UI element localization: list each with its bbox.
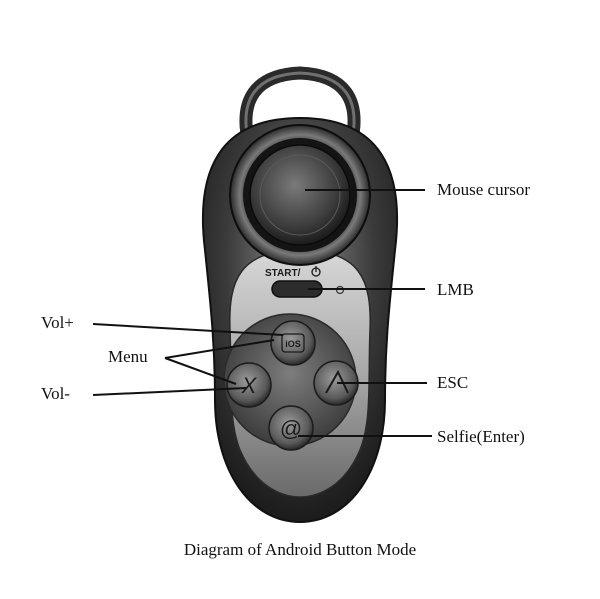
x-icon: X [241, 373, 258, 398]
label-vol-plus: Vol+ [41, 313, 74, 332]
selfie-button[interactable] [268, 405, 314, 451]
label-vol-minus: Vol- [41, 384, 70, 403]
at-icon: @ [280, 416, 302, 441]
power-icon [311, 266, 321, 277]
label-mouse-cursor: Mouse cursor [437, 180, 531, 199]
diagram-caption: Diagram of Android Button Mode [183, 540, 417, 559]
joystick[interactable] [249, 144, 351, 246]
ios-button[interactable] [270, 320, 316, 366]
leader-menu-1 [164, 339, 275, 359]
ios-icon: iOS [285, 339, 301, 349]
triangle-icon [325, 369, 349, 394]
label-selfie: Selfie(Enter) [437, 427, 525, 446]
leader-vol-minus [92, 387, 247, 396]
leader-menu-2 [164, 357, 237, 385]
label-menu: Menu [108, 347, 148, 366]
start-label: START/ [265, 268, 301, 279]
x-button[interactable] [226, 362, 272, 408]
label-esc: ESC [437, 373, 469, 392]
label-lmb: LMB [437, 280, 474, 299]
leader-vol-plus [92, 323, 284, 336]
